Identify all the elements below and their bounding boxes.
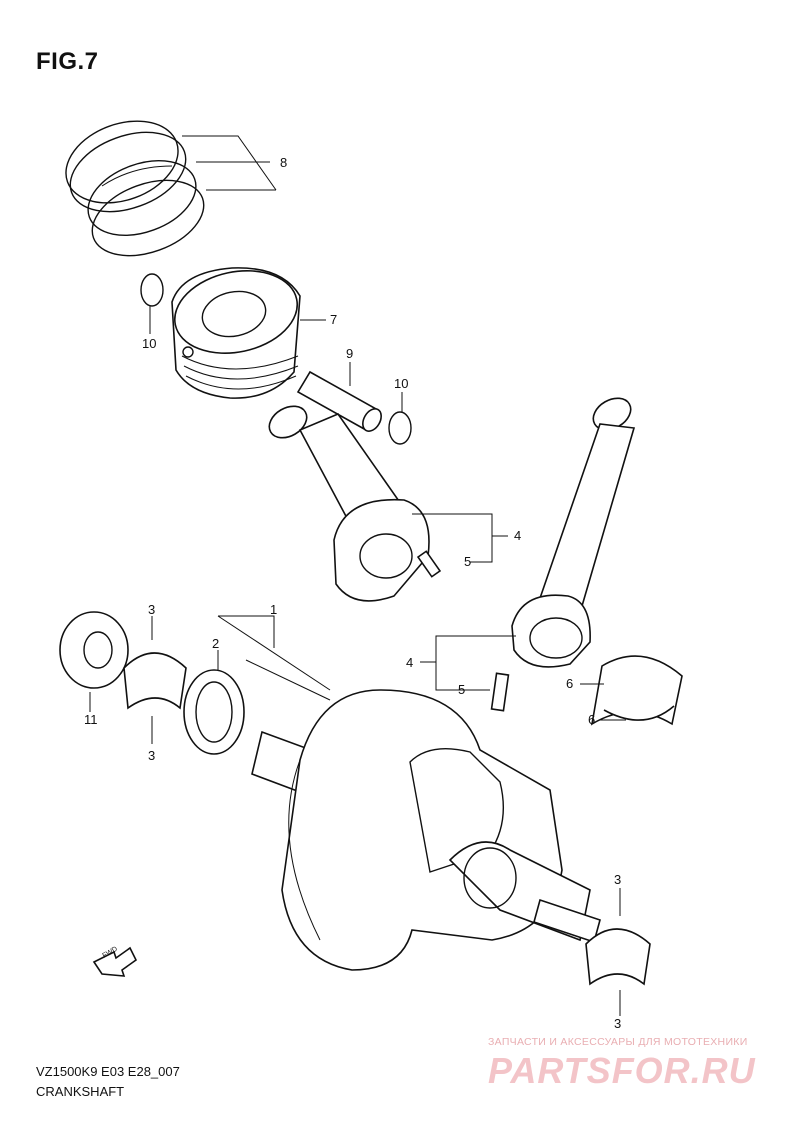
leader-1 <box>217 615 331 701</box>
callout-2: 2 <box>212 636 219 651</box>
piston-rings[interactable] <box>55 106 215 269</box>
callout-8: 8 <box>280 155 287 170</box>
leader-4a <box>412 513 508 563</box>
crank-bearing-left[interactable] <box>123 652 187 710</box>
piston[interactable] <box>167 260 305 399</box>
conrod-bearing-lower[interactable] <box>603 705 675 721</box>
callout-4a: 4 <box>514 528 521 543</box>
callout-3a: 3 <box>148 602 155 617</box>
callout-6a: 6 <box>566 676 573 691</box>
figure-code: VZ1500K9 E03 E28_007 <box>36 1064 180 1079</box>
callout-7: 7 <box>330 312 337 327</box>
fwd-arrow-icon: FWD <box>92 946 138 977</box>
callout-5a: 5 <box>464 554 471 569</box>
conrod-bolt[interactable] <box>490 672 510 712</box>
callout-1: 1 <box>270 602 277 617</box>
callout-3d: 3 <box>614 1016 621 1031</box>
callout-10a: 10 <box>142 336 156 351</box>
crank-gear[interactable] <box>59 611 129 689</box>
callout-10b: 10 <box>394 376 408 391</box>
callout-9: 9 <box>346 346 353 361</box>
callout-5b: 5 <box>458 682 465 697</box>
watermark-tagline: ЗАПЧАСТИ И АКСЕССУАРЫ ДЛЯ МОТОТЕХНИКИ <box>488 1036 748 1048</box>
watermark-brand: PARTSFOR.RU <box>488 1050 756 1091</box>
callout-3b: 3 <box>148 748 155 763</box>
crankshaft[interactable] <box>251 689 601 971</box>
figure-title: FIG.7 <box>36 48 99 75</box>
callout-6b: 6 <box>588 712 595 727</box>
leader-8 <box>182 135 277 191</box>
crank-bearing-right[interactable] <box>585 928 651 986</box>
callout-4b: 4 <box>406 655 413 670</box>
callout-11: 11 <box>84 712 98 727</box>
leader-4b <box>420 635 516 691</box>
thrust-washer[interactable] <box>183 669 245 755</box>
connecting-rod-right[interactable] <box>511 392 636 668</box>
callout-3c: 3 <box>614 872 621 887</box>
circlip-right[interactable] <box>388 411 412 445</box>
connecting-rod-left[interactable] <box>264 400 442 602</box>
figure-name: CRANKSHAFT <box>36 1084 125 1099</box>
circlip-left[interactable] <box>140 273 164 307</box>
piston-pin[interactable] <box>296 370 385 434</box>
